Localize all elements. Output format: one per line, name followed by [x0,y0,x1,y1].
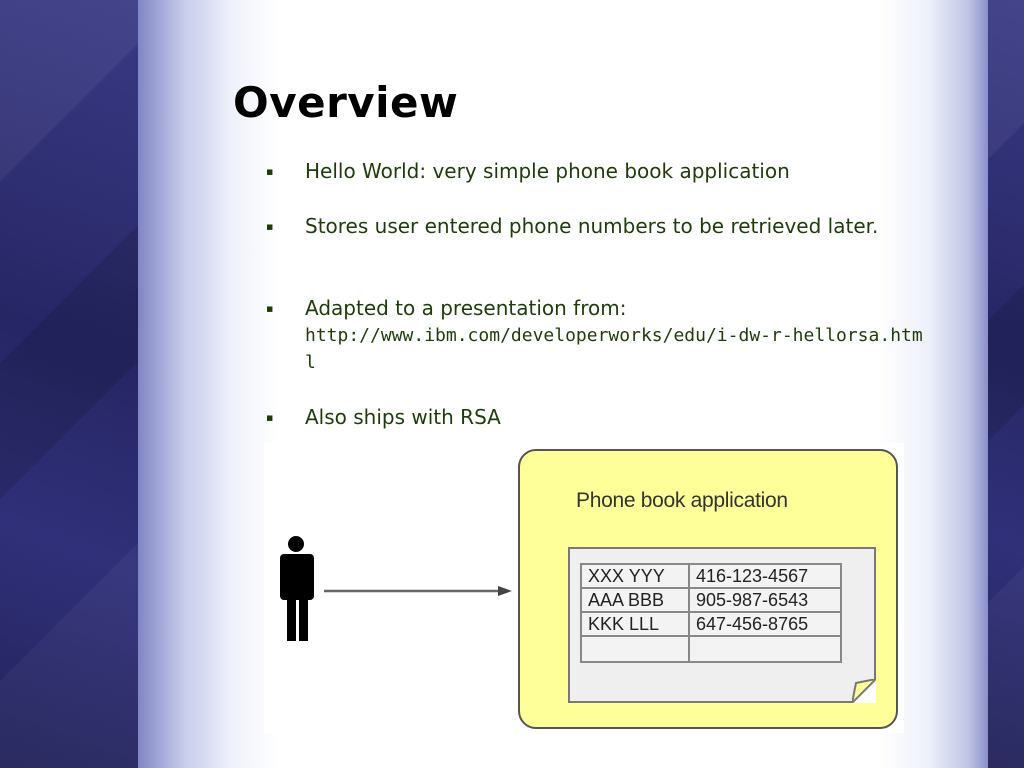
slide-title: Overview [233,78,459,127]
entry-number [688,635,842,663]
person-icon [280,536,314,641]
bullet-text: Also ships with RSA [305,405,501,429]
bullet-text: Hello World: very simple phone book appl… [305,159,790,183]
bullet-text-label: Adapted to a presentation from: [305,296,627,320]
entry-name: KKK LLL [580,611,690,637]
bullet-marker-icon: ▪ [266,302,274,315]
bullet-item: ▪ Also ships with RSA [266,404,925,431]
bullet-item: ▪ Adapted to a presentation from: http:/… [266,295,925,376]
bullet-marker-icon: ▪ [266,411,274,424]
bullet-text: Stores user entered phone numbers to be … [305,214,879,238]
entry-number: 647-456-8765 [688,611,842,637]
phone-book-document: XXX YYY 416-123-4567 AAA BBB 905-987-654… [568,547,876,703]
entry-number: 416-123-4567 [688,563,842,589]
phone-table: XXX YYY 416-123-4567 AAA BBB 905-987-654… [580,563,842,663]
source-link[interactable]: http://www.ibm.com/developerworks/edu/i-… [305,325,923,373]
background-left-panel [0,0,140,768]
entry-name: XXX YYY [580,563,690,589]
entry-name [580,635,690,663]
phone-book-app-box: Phone book application XXX YYY 416-123-4… [518,449,898,729]
user-to-app-graphic [280,536,512,641]
phone-book-diagram: Phone book application XXX YYY 416-123-4… [264,443,904,733]
table-row [580,635,842,663]
table-row: KKK LLL 647-456-8765 [580,611,842,637]
background-right-panel [986,0,1024,768]
app-title: Phone book application [576,489,788,512]
table-row: XXX YYY 416-123-4567 [580,563,842,589]
bullet-item: ▪ Stores user entered phone numbers to b… [266,213,905,240]
bullet-item: ▪ Hello World: very simple phone book ap… [266,158,925,185]
arrow-icon [324,586,512,596]
table-row: AAA BBB 905-987-6543 [580,587,842,613]
bullet-text: Adapted to a presentation from: http://w… [305,295,925,376]
entry-number: 905-987-6543 [688,587,842,613]
bullet-marker-icon: ▪ [266,165,274,178]
page-fold-icon [852,679,876,703]
bullet-marker-icon: ▪ [266,220,274,233]
entry-name: AAA BBB [580,587,690,613]
